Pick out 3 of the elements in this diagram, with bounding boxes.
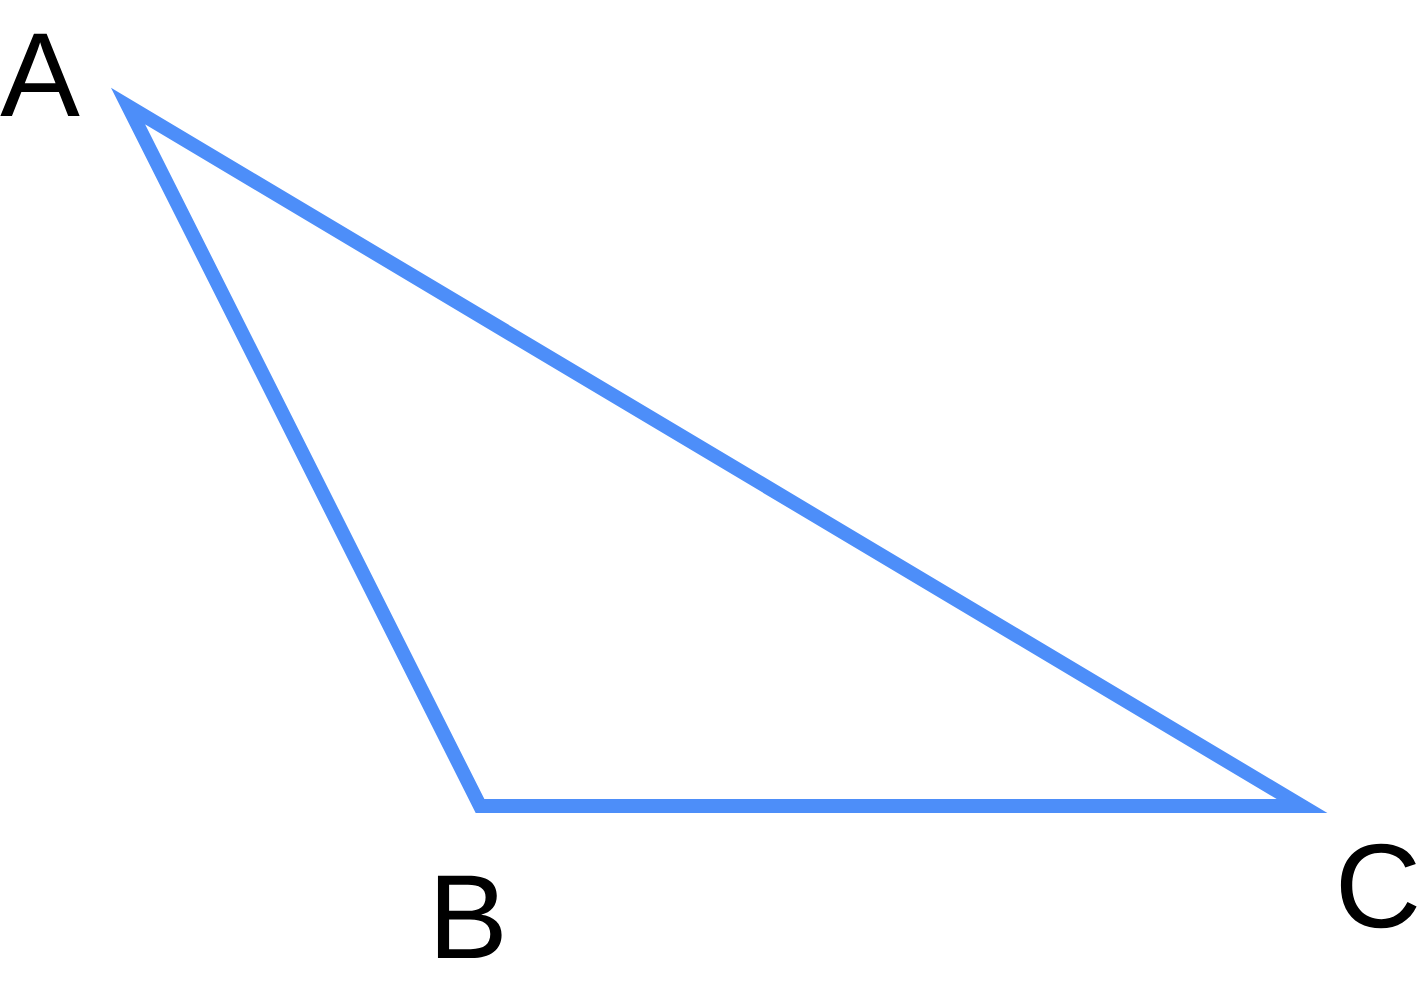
vertex-label: B (437, 875, 502, 959)
vertex-label: A (0, 33, 80, 117)
vertex-label: C (1340, 843, 1417, 929)
